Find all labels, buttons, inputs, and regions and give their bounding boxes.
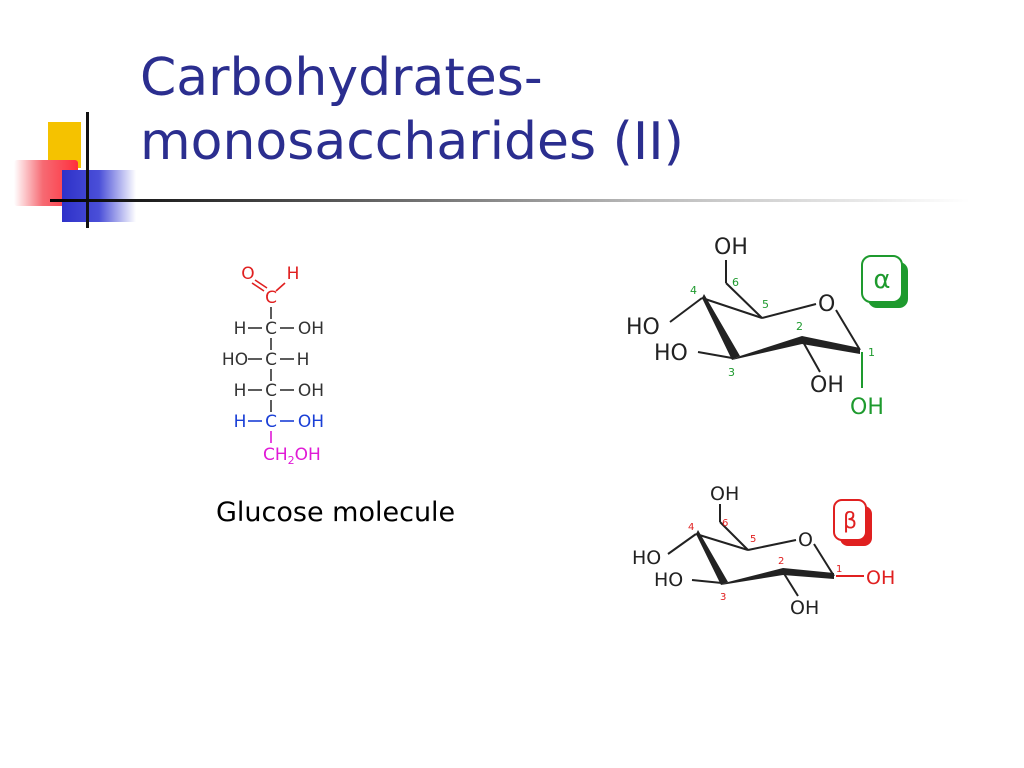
fischer-c3-left: HO [222,350,248,370]
fischer-c1: C [265,288,277,308]
alpha-num-1: 1 [868,346,875,359]
alpha-num-6: 6 [732,276,739,289]
alpha-num-2: 2 [796,320,803,333]
beta-c4-oh-bond [667,533,697,555]
alpha-oh-anomeric: OH [850,395,884,420]
beta-ring-c4-c3 [696,530,728,585]
alpha-ring-o: O [818,292,835,317]
alpha-c4-oh-bond [669,297,703,323]
title-line-1: Carbohydrates- [140,48,543,108]
beta-oh-anomeric: OH [866,567,895,589]
alpha-ring-c4-c5 [701,297,763,319]
beta-ring-c3-c2 [721,568,783,585]
beta-ring-o: O [798,529,813,551]
beta-badge [833,499,867,541]
beta-ring-o-c1 [813,543,835,577]
alpha-ring-c4-c3 [702,294,740,360]
fischer-c4: C [265,381,277,401]
beta-glucose-structure: OH O HO HO OH OH 1 2 3 4 5 6 β [632,483,895,619]
beta-num-4: 4 [688,522,694,533]
beta-badge-label: β [843,509,857,534]
fischer-c5: C [265,412,277,432]
slide-title: Carbohydrates- monosaccharides (II) [140,46,940,174]
title-line-2: monosaccharides (II) [140,112,684,172]
alpha-ring-c5-o [761,303,817,319]
beta-num-1: 1 [836,564,842,575]
fischer-double-bond-2 [254,279,268,289]
fischer-c5-left: H [234,412,247,432]
alpha-glucose-structure: OH O HO HO OH OH 1 2 3 4 5 6 α [626,235,908,420]
alpha-num-4: 4 [690,284,697,297]
beta-num-5: 5 [750,534,756,545]
fischer-c4-left: H [234,381,247,401]
alpha-badge [861,255,903,303]
alpha-ring-c2-c1 [802,336,860,354]
beta-num-6: 6 [722,518,728,529]
beta-ho-c4: HO [632,547,661,569]
alpha-c6-bond [725,282,763,319]
fischer-projection: O H C H C OH HO C H H C OH H [222,264,324,467]
decor-blue-square [62,170,136,222]
beta-c6-bond [719,521,749,551]
fischer-c2-left: H [234,319,247,339]
beta-c3-oh-bond [691,579,723,584]
alpha-ring-c3-c2 [732,336,802,360]
fischer-double-bond [251,282,265,292]
fischer-aldehyde-o: O [241,264,254,284]
beta-num-2: 2 [778,556,784,567]
beta-ho-c3: HO [654,569,683,591]
beta-ring-c2-c1 [783,568,834,579]
alpha-oh-top: OH [714,235,748,260]
beta-ring-c4-c5 [695,533,749,551]
alpha-oh-c2: OH [810,373,844,398]
alpha-num-3: 3 [728,366,735,379]
fischer-c6: CH2OH [263,445,321,467]
beta-num-3: 3 [720,592,726,603]
beta-ring-c5-o [747,539,797,551]
alpha-badge-label: α [873,265,890,295]
alpha-ho-c4: HO [626,315,660,340]
beta-c2-oh-bond [782,571,799,597]
beta-oh-top: OH [710,483,739,505]
alpha-ring-o-c1 [835,309,861,351]
fischer-c5-right: OH [298,412,324,432]
alpha-ho-c3: HO [654,341,688,366]
beta-oh-c2: OH [790,597,819,619]
glucose-caption: Glucose molecule [216,497,456,528]
fischer-c3-right: H [297,350,310,370]
fischer-c4-right: OH [298,381,324,401]
fischer-c2: C [265,319,277,339]
decor-vertical-line [86,112,89,228]
fischer-c3: C [265,350,277,370]
title-underline [50,199,970,202]
alpha-num-5: 5 [762,298,769,311]
alpha-c3-oh-bond [697,351,733,359]
fischer-c2-right: OH [298,319,324,339]
fischer-ch-bond [275,282,286,292]
alpha-c2-oh-bond [801,339,821,373]
fischer-aldehyde-h: H [287,264,300,284]
